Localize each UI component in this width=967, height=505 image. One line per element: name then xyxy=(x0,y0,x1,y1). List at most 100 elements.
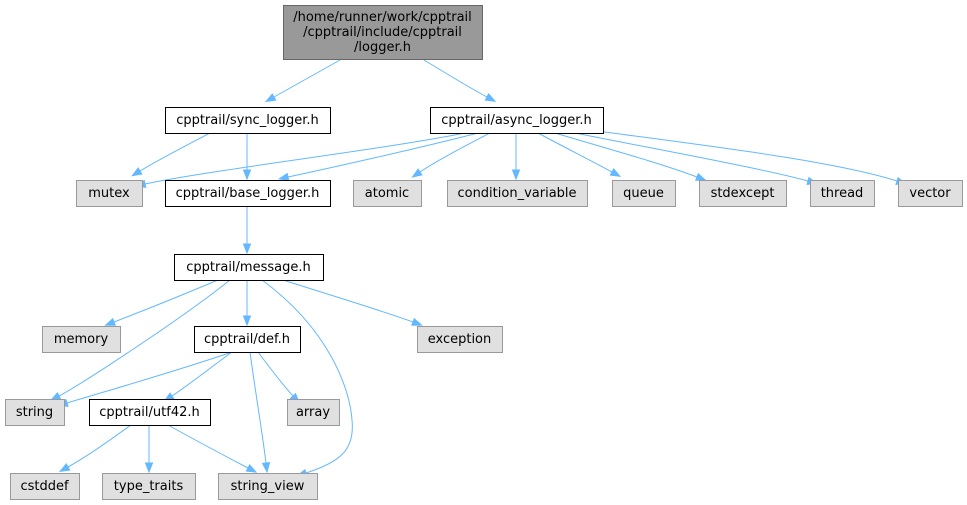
edge-def_h-to-utf42_h xyxy=(163,351,233,402)
edge-line xyxy=(287,132,479,178)
node-label: array xyxy=(296,405,330,420)
edge-utf42_h-to-string_view xyxy=(167,424,258,473)
arrowhead-icon xyxy=(261,461,271,474)
edge-line xyxy=(273,59,341,98)
node-label: cpptrail/def.h xyxy=(204,332,290,347)
node-vector: vector xyxy=(898,180,963,207)
node-label: condition_variable xyxy=(457,186,576,201)
edge-logger_h-to-sync_logger_h xyxy=(264,59,341,103)
arrowhead-icon xyxy=(131,167,143,177)
edge-line xyxy=(282,279,414,323)
edge-line xyxy=(113,279,219,323)
edge-line xyxy=(66,351,233,404)
edge-def_h-to-string xyxy=(57,351,233,407)
edge-logger_h-to-async_logger_h xyxy=(423,59,497,102)
node-box xyxy=(76,180,143,207)
node-cstddef: cstddef xyxy=(10,473,80,500)
edge-line xyxy=(249,351,267,464)
edge-line xyxy=(67,424,132,468)
edge-utf42_h-to-type_traits xyxy=(144,424,154,474)
node-string: string xyxy=(5,399,65,426)
arrowhead-icon xyxy=(242,243,252,255)
edge-line xyxy=(419,132,491,173)
edge-async_logger_h-to-stdexcept xyxy=(554,132,707,181)
edge-line xyxy=(589,129,898,182)
edge-sync_logger_h-to-mutex xyxy=(131,132,211,177)
arrowhead-icon xyxy=(242,169,252,181)
node-async-logger-h[interactable]: cpptrail/async_logger.h xyxy=(430,107,604,134)
edge-async_logger_h-to-atomic xyxy=(411,132,491,178)
edge-message_h-to-def_h xyxy=(242,280,252,327)
arrowhead-icon xyxy=(104,317,116,326)
edge-sync_logger_h-to-base_logger_h xyxy=(242,133,252,181)
edge-async_logger_h-to-condition_variable xyxy=(511,132,521,181)
arrowhead-icon xyxy=(144,462,154,474)
node-mutex: mutex xyxy=(76,180,143,207)
arrowhead-icon xyxy=(411,168,423,178)
edge-utf42_h-to-cstddef xyxy=(58,424,132,473)
node-box xyxy=(283,5,483,60)
edge-line xyxy=(537,132,613,173)
node-label: string xyxy=(16,405,53,420)
node-box xyxy=(174,254,324,281)
node-stdexcept: stdexcept xyxy=(699,180,787,207)
edge-message_h-to-exception xyxy=(282,279,423,326)
node-box xyxy=(218,473,318,500)
node-box xyxy=(417,326,503,353)
arrowhead-icon xyxy=(245,464,258,473)
node-box xyxy=(194,326,301,353)
node-label: thread xyxy=(821,186,864,201)
edge-line xyxy=(554,132,698,178)
arrowhead-icon xyxy=(609,168,622,177)
node-logger-h[interactable]: /home/runner/work/cpptrail/cpptrail/incl… xyxy=(283,5,483,60)
node-box xyxy=(353,180,422,207)
node-queue: queue xyxy=(612,180,676,207)
edge-async_logger_h-to-base_logger_h xyxy=(277,132,479,182)
edge-line xyxy=(171,351,233,397)
node-utf42-h[interactable]: cpptrail/utf42.h xyxy=(89,399,211,426)
node-label: exception xyxy=(428,332,492,347)
node-memory: memory xyxy=(42,326,121,353)
node-def-h[interactable]: cpptrail/def.h xyxy=(194,326,301,353)
node-box xyxy=(10,473,80,500)
edges-layer xyxy=(49,59,907,477)
arrowhead-icon xyxy=(511,169,521,181)
arrowhead-icon xyxy=(58,463,71,473)
node-label: cpptrail/sync_logger.h xyxy=(176,113,319,128)
node-box xyxy=(699,180,787,207)
node-atomic: atomic xyxy=(353,180,422,207)
edge-line xyxy=(139,132,211,172)
edge-message_h-to-string_view xyxy=(261,279,353,477)
node-base-logger-h[interactable]: cpptrail/base_logger.h xyxy=(165,180,331,207)
node-box xyxy=(898,180,963,207)
node-label: cpptrail/base_logger.h xyxy=(176,186,320,201)
node-box xyxy=(287,399,340,426)
node-label: stdexcept xyxy=(711,186,775,201)
node-box xyxy=(430,107,604,134)
node-label: cpptrail/async_logger.h xyxy=(441,113,592,128)
node-box xyxy=(5,399,65,426)
node-box xyxy=(447,180,588,207)
node-label: /home/runner/work/cpptrail xyxy=(293,10,472,25)
node-box xyxy=(42,326,121,353)
node-message-h[interactable]: cpptrail/message.h xyxy=(174,254,324,281)
edge-line xyxy=(574,132,809,182)
node-thread: thread xyxy=(810,180,875,207)
node-label: cpptrail/message.h xyxy=(186,260,310,275)
edge-def_h-to-string_view xyxy=(249,351,271,474)
edge-line xyxy=(261,279,353,474)
node-label: mutex xyxy=(88,186,130,201)
edge-line xyxy=(423,59,488,98)
edge-def_h-to-array xyxy=(257,351,301,404)
node-label: type_traits xyxy=(114,479,184,494)
node-box xyxy=(612,180,676,207)
arrowhead-icon xyxy=(277,172,290,182)
node-label: memory xyxy=(54,332,109,347)
node-array: array xyxy=(287,399,340,426)
nodes-layer: /home/runner/work/cpptrail/cpptrail/incl… xyxy=(5,5,963,500)
node-label: atomic xyxy=(365,186,409,201)
edge-line xyxy=(257,351,294,397)
node-label: vector xyxy=(909,186,951,201)
node-sync-logger-h[interactable]: cpptrail/sync_logger.h xyxy=(165,107,331,134)
